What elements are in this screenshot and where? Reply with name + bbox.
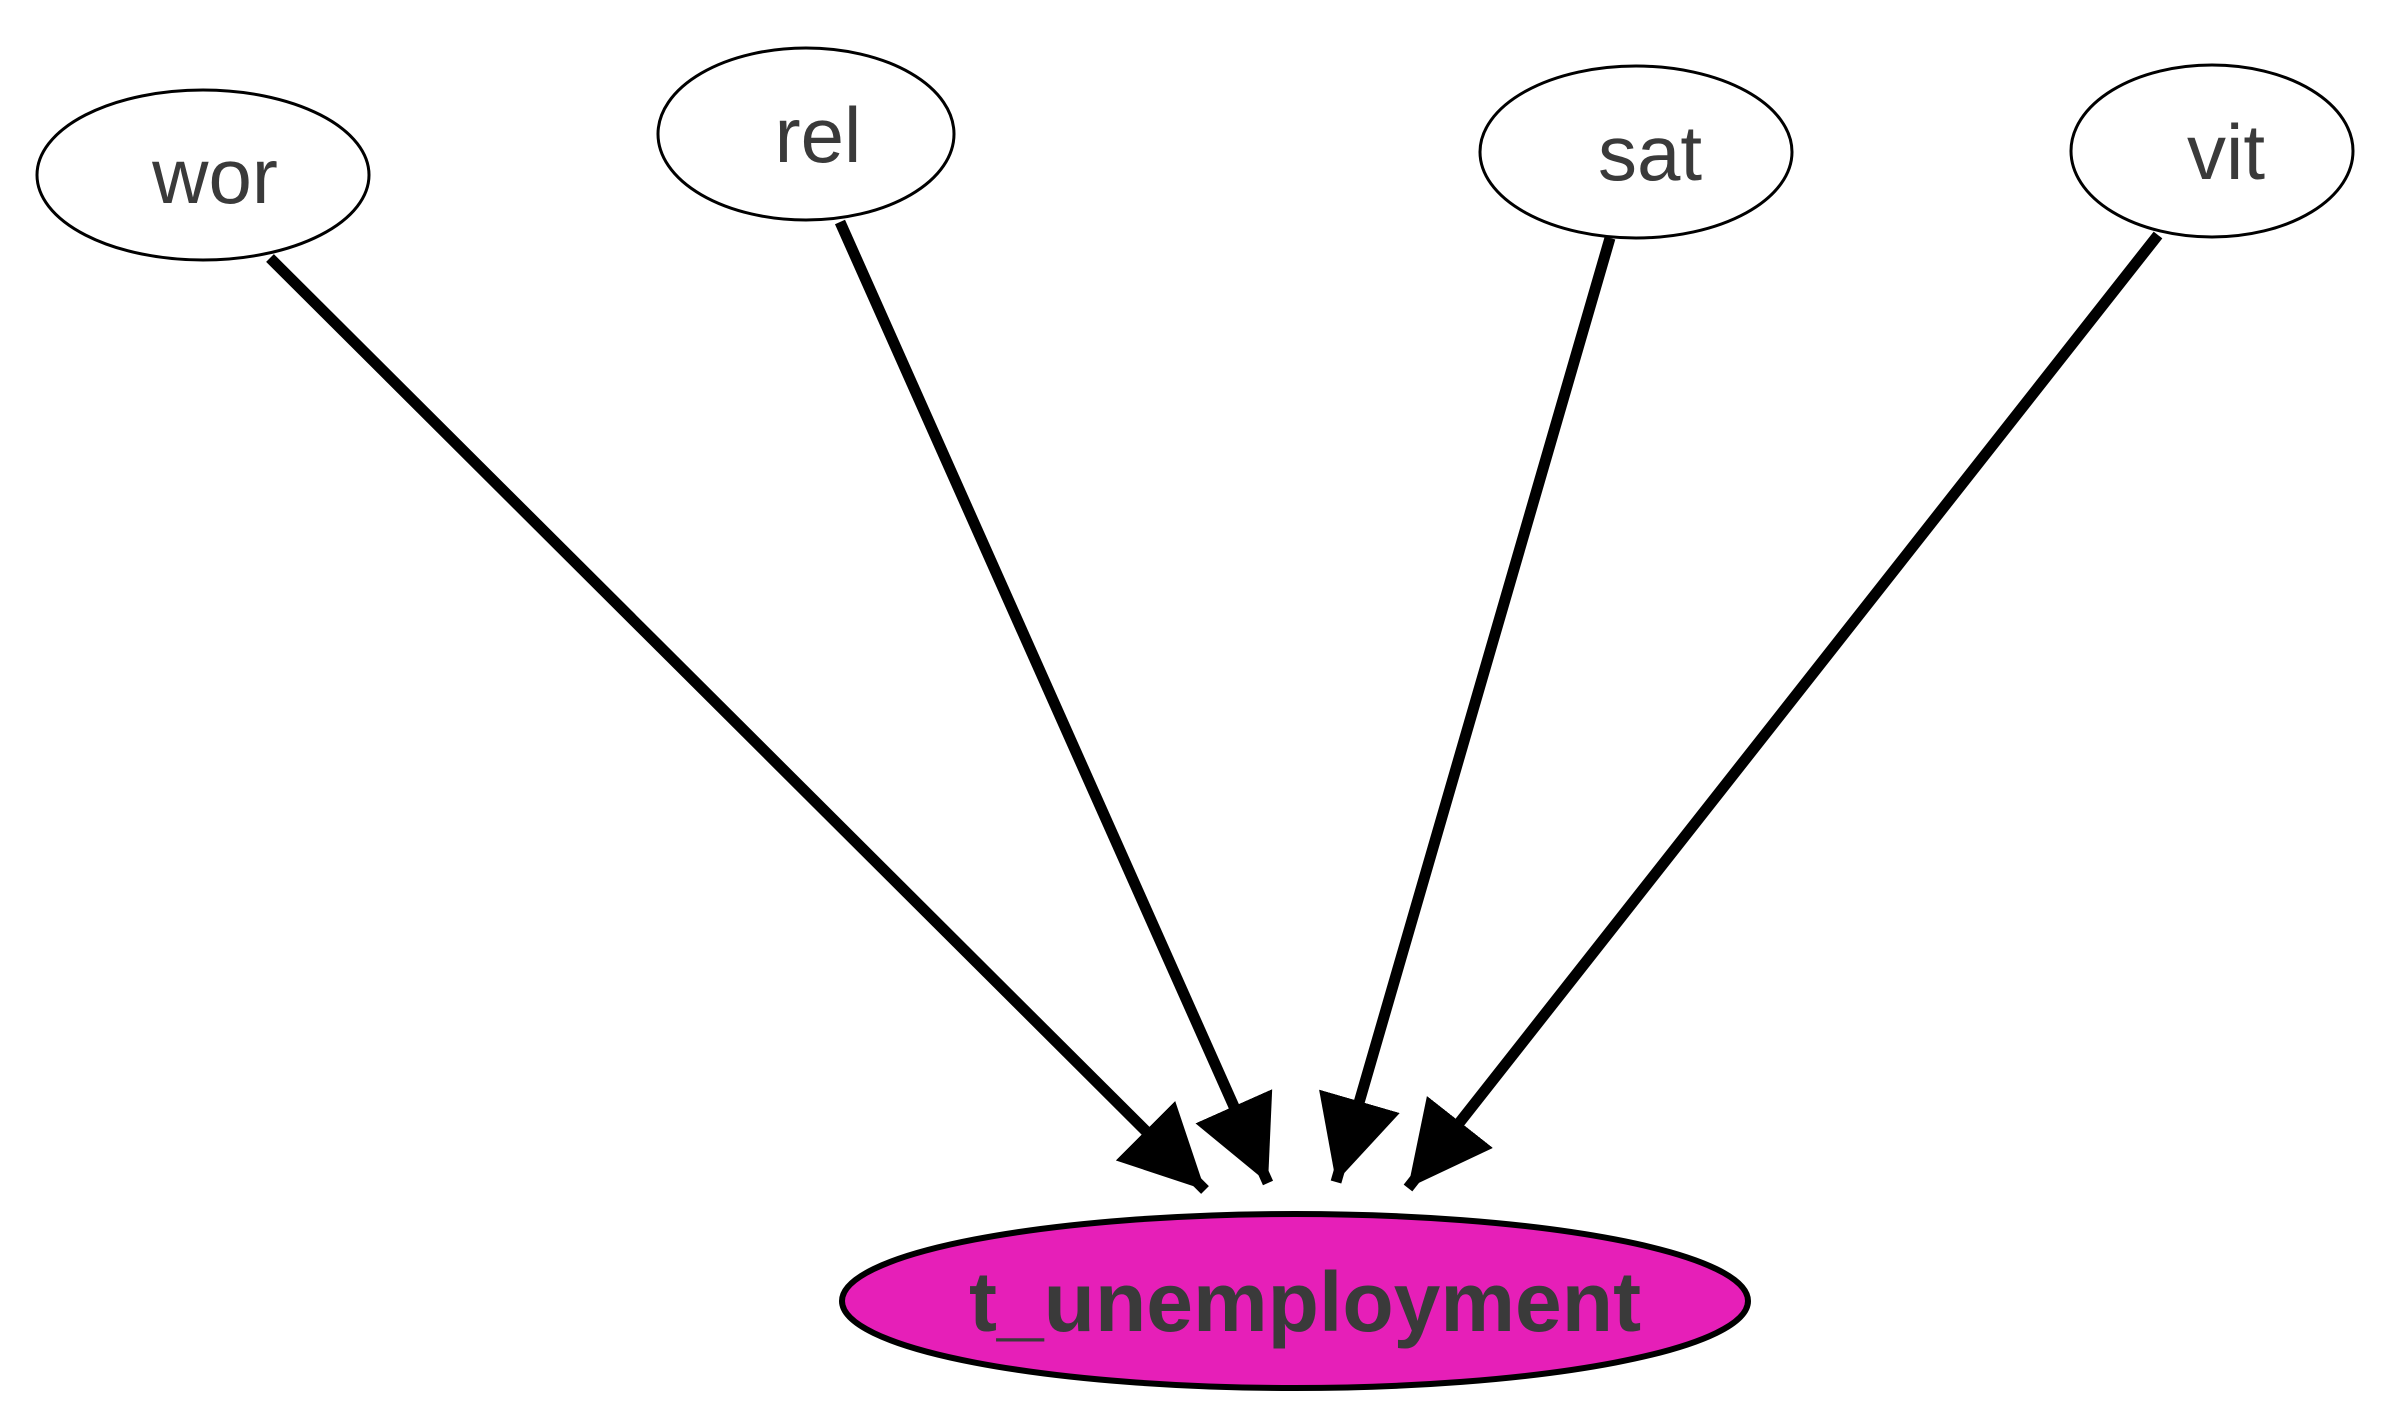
node-rel-label: rel [775, 91, 862, 179]
node-sat: sat [1478, 64, 1794, 240]
node-t-unemployment-shape [839, 1211, 1751, 1391]
node-rel-shape [656, 46, 956, 222]
node-vit: vit [2069, 63, 2355, 239]
node-vit-shape [2069, 63, 2355, 239]
node-vit-label: vit [2187, 108, 2265, 196]
node-sat-label: sat [1598, 109, 1702, 197]
edge-rel-to-t-unemployment [834, 219, 1274, 1186]
node-t-unemployment-label: t_unemployment [969, 1255, 1641, 1349]
node-wor: wor [35, 88, 371, 262]
node-t-unemployment: t_unemployment [839, 1211, 1751, 1391]
node-sat-shape [1478, 64, 1794, 240]
node-wor-shape [35, 88, 371, 262]
node-wor-label: wor [151, 132, 278, 220]
edge-vit-to-t-unemployment [1403, 231, 2163, 1192]
edge-wor-to-t-unemployment [266, 254, 1209, 1194]
edges [266, 219, 2163, 1194]
node-rel: rel [656, 46, 956, 222]
edge-sat-to-t-unemployment [1319, 236, 1616, 1184]
